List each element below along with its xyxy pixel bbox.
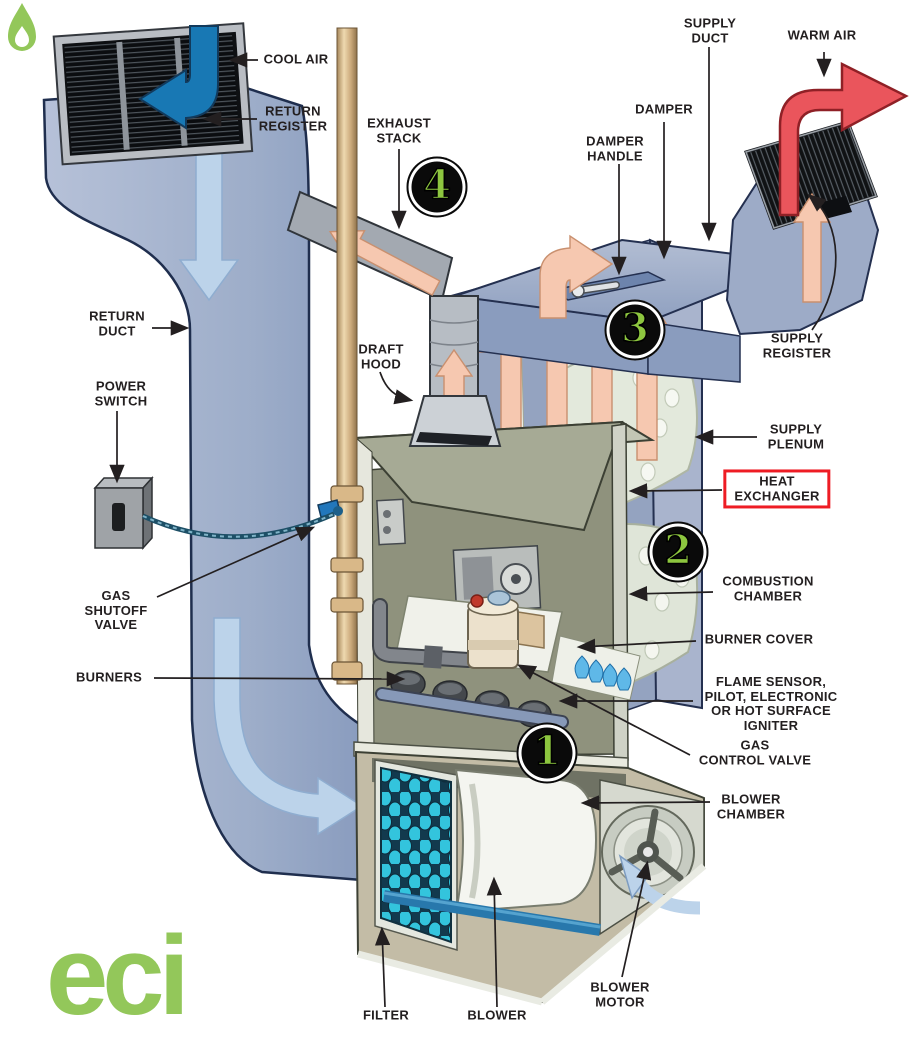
- heat-exchanger-highlight-box[interactable]: HEAT EXCHANGER: [723, 469, 831, 509]
- return-air-arrow-down: [178, 149, 240, 302]
- warm-flow-elbow-arrow: [539, 234, 614, 319]
- draft-hood-shape: [408, 395, 502, 447]
- filter-shape: [374, 759, 458, 952]
- label-blower: BLOWER: [467, 1007, 527, 1023]
- label-heat-exchanger[interactable]: HEAT EXCHANGER: [723, 469, 831, 509]
- label-draft-hood: DRAFT HOOD: [358, 341, 404, 371]
- label-return-register: RETURN REGISTER: [258, 103, 328, 133]
- label-supply-register: SUPPLY REGISTER: [762, 330, 832, 360]
- power-switch-shape: [93, 476, 336, 550]
- marker-3: 3: [604, 299, 666, 361]
- leader-lines: [109, 47, 837, 1008]
- gas-control-valve-shape: [467, 590, 545, 669]
- label-gas-control-valve: GAS CONTROL VALVE: [698, 737, 812, 767]
- marker-1: 1: [516, 722, 578, 784]
- label-damper: DAMPER: [635, 101, 693, 117]
- label-burners: BURNERS: [75, 669, 143, 685]
- gas-pipe-shape: [317, 27, 364, 685]
- label-cool-air: COOL AIR: [263, 51, 329, 67]
- label-damper-handle: DAMPER HANDLE: [586, 133, 644, 163]
- label-flame-sensor: FLAME SENSOR, PILOT, ELECTRONIC OR HOT S…: [704, 673, 838, 733]
- label-supply-plenum: SUPPLY PLENUM: [767, 421, 825, 451]
- label-blower-motor: BLOWER MOTOR: [590, 979, 650, 1009]
- label-power-switch: POWER SWITCH: [94, 378, 148, 408]
- furnace-lower-cabinet: [353, 741, 707, 1006]
- gas-shutoff-valve-shape: [317, 499, 343, 518]
- blower-shape: [454, 768, 598, 914]
- eci-logo-flame-icon: [8, 3, 36, 51]
- marker-4: 4: [406, 156, 468, 218]
- label-warm-air: WARM AIR: [787, 27, 857, 43]
- label-filter: FILTER: [362, 1007, 410, 1023]
- warm-air-arrow: [778, 61, 909, 217]
- furnace-upper-cabinet: [353, 395, 656, 763]
- label-gas-shutoff-valve: GAS SHUTOFF VALVE: [84, 588, 148, 633]
- supply-duct-shape: [454, 61, 909, 383]
- marker-2: 2: [647, 521, 709, 583]
- label-blower-chamber: BLOWER CHAMBER: [716, 791, 786, 821]
- cool-air-arrow: [138, 25, 219, 130]
- label-burner-cover: BURNER COVER: [704, 631, 814, 647]
- eci-logo: eci: [46, 913, 190, 1037]
- label-combustion-chamber: COMBUSTION CHAMBER: [722, 573, 814, 603]
- label-exhaust-stack: EXHAUST STACK: [367, 115, 431, 145]
- label-return-duct: RETURN DUCT: [89, 308, 145, 338]
- burner-flames: [551, 635, 641, 701]
- label-supply-duct: SUPPLY DUCT: [683, 15, 737, 45]
- blower-motor-shape: [601, 805, 695, 899]
- motor-intake-arrow: [618, 854, 650, 900]
